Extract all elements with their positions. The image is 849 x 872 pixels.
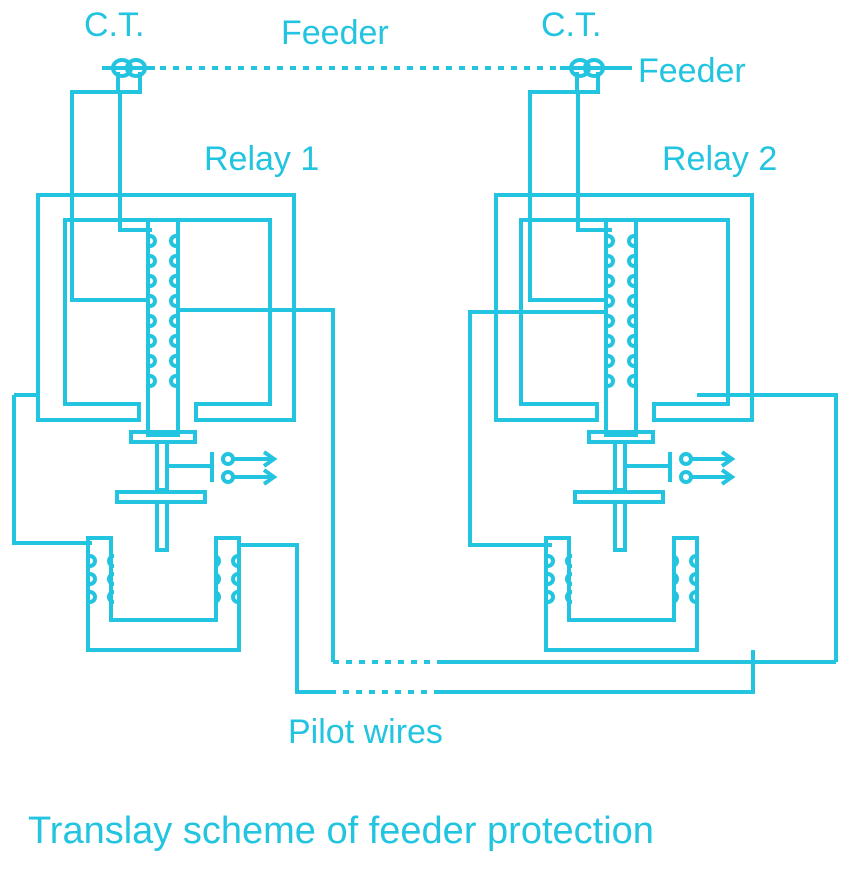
feeder-top-label: Feeder <box>281 14 389 52</box>
current-transformer-left <box>70 58 152 302</box>
ct-left-label: C.T. <box>84 6 145 44</box>
relay-2-label: Relay 2 <box>662 140 778 178</box>
pilot-wires-label: Pilot wires <box>288 713 443 751</box>
relay-2 <box>468 193 838 662</box>
relay-1 <box>12 193 335 662</box>
feeder-right-label: Feeder <box>638 52 746 90</box>
pilot-wires <box>239 543 836 694</box>
relay-1-label: Relay 1 <box>204 140 320 178</box>
ct-right-label: C.T. <box>541 6 602 44</box>
current-transformer-right <box>528 58 612 302</box>
diagram-caption: Translay scheme of feeder protection <box>28 810 654 852</box>
